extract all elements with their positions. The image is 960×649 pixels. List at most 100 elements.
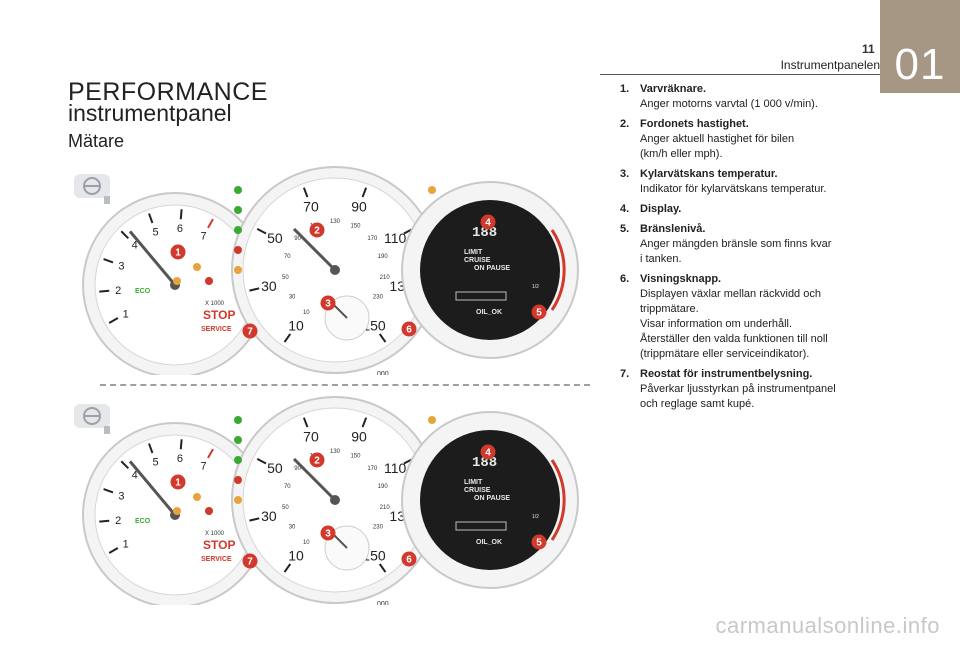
preheat-warning-icon [173, 507, 181, 515]
speed-tick [283, 333, 292, 343]
legend-description: Anger motorns varvtal (1 000 v/min). [640, 98, 818, 110]
rpm-tick [103, 258, 114, 264]
speed-inner-label: 90 [294, 236, 301, 242]
rpm-tick-label: 5 [152, 456, 158, 468]
callout-label: 5 [536, 308, 542, 319]
warning-lamp-icon [234, 436, 242, 444]
speed-inner-label: 130 [330, 449, 341, 455]
steering-wheel-icon [74, 404, 110, 428]
speed-inner-label: 230 [373, 295, 384, 301]
page-title-line1: PERFORMANCE [68, 78, 268, 106]
figure-divider [100, 384, 590, 386]
speed-inner-label: 50 [282, 275, 289, 281]
speed-outer-label: 90 [351, 198, 367, 214]
speed-outer-label: 70 [303, 428, 319, 444]
legend-item: 1. Varvräknare. Anger motorns varvtal (1 0… [620, 82, 900, 112]
legend-body: Varvräknare. Anger motorns varvtal (1 000… [640, 82, 900, 112]
callout-badge [170, 474, 186, 490]
legend-body: Kylarvätskans temperatur.Indikator för k… [640, 167, 900, 197]
speed-outer-label: 70 [303, 198, 319, 214]
rpm-tick-label: 4 [132, 470, 138, 482]
speed-inner-label: 30 [289, 525, 296, 531]
warning-lamp-icon [428, 416, 436, 424]
speed-tick [249, 517, 260, 522]
speed-inner-label: 30 [289, 295, 296, 301]
page-title-line2: instrumentpanel [68, 100, 232, 126]
legend-title: Varvräknare. [640, 83, 707, 95]
reset-counter-label: 000 [377, 601, 389, 605]
rpm-tick [120, 460, 130, 470]
steering-wheel-icon [74, 174, 110, 198]
callout-label: 5 [536, 538, 542, 549]
rpm-tick-label: 3 [118, 491, 124, 503]
fuel-gauge-arc [550, 229, 566, 311]
display-odometer [455, 521, 507, 531]
callout-label: 4 [485, 218, 491, 229]
speed-tick [249, 287, 260, 292]
legend-item: 5.Bränslenivå.Anger mängden bränsle som … [620, 222, 900, 267]
rpm-tick [99, 519, 110, 523]
legend-item: 6.Visningsknapp.Displayen växlar mellan … [620, 272, 900, 362]
speedometer-needle [292, 227, 337, 272]
warning-lamp-icon [234, 496, 242, 504]
stop-label: STOP [203, 308, 235, 322]
rpm-tick [179, 209, 183, 220]
warning-lamp-icon [234, 186, 242, 194]
hand-indicator-icon [104, 426, 110, 434]
legend-number: 1. [620, 83, 630, 95]
page-number: 11 [862, 42, 875, 56]
fuel-half-label: 1/2 [532, 284, 539, 290]
legend-body: Display. [640, 202, 900, 217]
speed-outer-label: 110 [384, 230, 407, 246]
rpm-tick [148, 443, 154, 454]
speed-inner-label: 210 [380, 275, 391, 281]
callout-badge [309, 222, 325, 238]
legend-description: Påverkar ljusstyrkan på instrumentpanel … [640, 383, 836, 410]
rpm-tick [99, 289, 110, 293]
speed-inner-label: 70 [284, 484, 291, 490]
rpm-tick-label: 7 [200, 231, 206, 243]
speed-tick [378, 333, 387, 343]
speed-outer-label: 50 [267, 230, 283, 246]
preheat-warning-icon [173, 277, 181, 285]
watermark: carmanualsonline.info [715, 613, 940, 638]
speed-outer-label: 10 [288, 548, 304, 564]
battery-warning-icon [205, 507, 213, 515]
stop-label: STOP [203, 538, 235, 552]
legend-number: 6. [620, 273, 630, 285]
speed-tick [302, 417, 309, 428]
callout-label: 3 [325, 299, 331, 310]
central-display [420, 200, 560, 340]
rpm-tick [207, 448, 214, 459]
battery-warning-icon [205, 277, 213, 285]
speed-tick [378, 563, 387, 573]
legend-title: Bränslenivå. [640, 223, 706, 235]
speed-outer-label: 50 [267, 460, 283, 476]
callout-badge [401, 551, 417, 567]
display-cruise: CRUISE [464, 487, 491, 494]
display-on-pause: ON PAUSE [474, 265, 510, 272]
hand-indicator-icon [104, 196, 110, 204]
speed-inner-label: 170 [367, 236, 378, 242]
callout-badge [309, 452, 325, 468]
rpm-unit-label: X 1000 [205, 301, 225, 307]
legend-number: 4. [620, 203, 630, 215]
callout-label: 1 [175, 248, 181, 259]
speed-inner-label: 210 [380, 505, 391, 511]
service-label: SERVICE [201, 556, 232, 563]
rpm-tick-label: 3 [118, 261, 124, 273]
speed-inner-label: 190 [378, 484, 389, 490]
rpm-tick-label: 7 [200, 461, 206, 473]
speed-outer-label: 30 [261, 508, 277, 524]
rpm-tick-label: 1 [123, 309, 129, 321]
callout-label: 3 [325, 529, 331, 540]
speed-tick [256, 457, 267, 465]
speedometer-hub [330, 265, 340, 275]
rpm-tick-label: 1 [123, 539, 129, 551]
display-on-pause: ON PAUSE [474, 495, 510, 502]
rpm-tick [108, 547, 119, 554]
rpm-tick [179, 439, 183, 450]
fuel-half-label: 1/2 [532, 514, 539, 520]
speed-tick [302, 187, 309, 198]
eco-label: ECO [135, 518, 151, 525]
